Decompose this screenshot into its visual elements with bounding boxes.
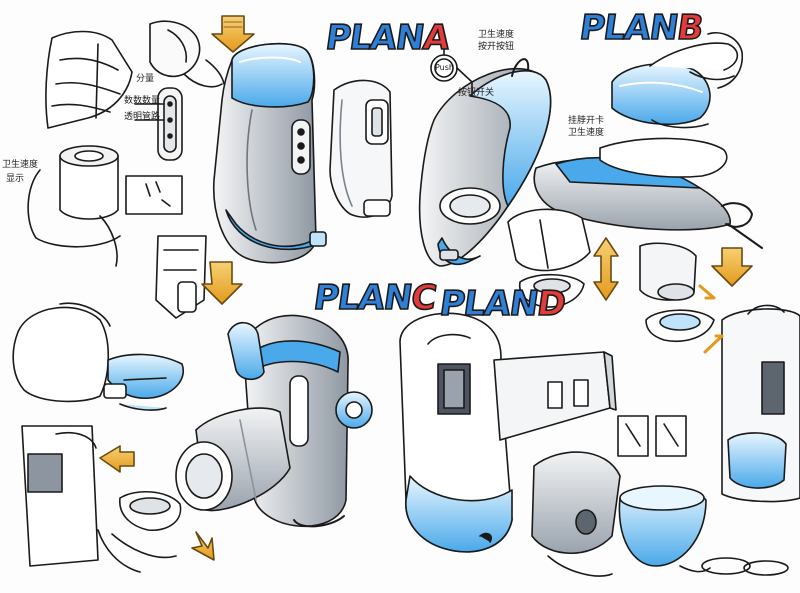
plan-b-note-push-side: 按钮开关	[458, 88, 495, 98]
hand-holding-capsule	[611, 32, 743, 129]
left-note-top-3: 透明管路	[124, 112, 161, 122]
plan-d-prefix: PLAN	[436, 283, 541, 325]
plan-b-title: PLANB	[576, 7, 706, 49]
plan-d-title: PLAND	[436, 283, 568, 325]
plan-a-side-view	[329, 79, 393, 218]
plan-b-lying-device	[507, 137, 763, 272]
plan-c-lying-cylinder	[175, 407, 291, 512]
plan-b-note-right-1: 挂脖开卡	[568, 116, 605, 126]
plan-d-device	[399, 312, 513, 553]
plan-a-prefix: PLAN	[322, 17, 427, 59]
left-note-mid-2: 显示	[6, 174, 25, 184]
plan-b-note-right-2: 卫生速度	[568, 128, 605, 138]
window-frames	[617, 415, 687, 457]
push-button-callout	[430, 39, 473, 97]
plan-d-lying-cylinder	[531, 451, 621, 577]
push-button-label: Push	[435, 63, 454, 72]
arrow-double-yellow	[593, 237, 619, 301]
nozzle-sketch	[99, 215, 243, 319]
plan-a-letter: A	[420, 17, 453, 59]
bottom-left-hand-sketch	[21, 425, 215, 573]
plan-c-title: PLANC	[310, 277, 439, 319]
blue-bowl	[618, 485, 789, 576]
arrow-down-yellow-2	[711, 247, 753, 287]
plan-b-prefix: PLAN	[576, 7, 681, 49]
plan-c-prefix: PLAN	[310, 277, 415, 319]
plan-a-device	[212, 42, 327, 264]
plan-d-block	[493, 351, 617, 441]
right-edge-device	[703, 304, 800, 503]
left-note-top-1: 分量	[136, 74, 155, 84]
arrow-down-yellow-1	[211, 15, 255, 53]
left-note-mid-1: 卫生速度	[2, 160, 39, 170]
plan-b-cup-parts	[518, 242, 716, 342]
plan-a-title: PLANA	[322, 17, 453, 59]
sketch-slot-panel	[134, 87, 183, 161]
tape-roll-sketch	[27, 145, 183, 248]
plan-d-letter: D	[534, 283, 568, 325]
left-note-top-2: 数数数量	[124, 96, 161, 106]
plan-b-note-top-2: 按开按钮	[478, 42, 515, 52]
plan-b-note-top-1: 卫生速度	[478, 30, 515, 40]
sketch-hand-top-left	[45, 20, 225, 129]
toilet-paper-holder-sketch	[12, 302, 185, 411]
plan-b-device	[418, 58, 552, 267]
